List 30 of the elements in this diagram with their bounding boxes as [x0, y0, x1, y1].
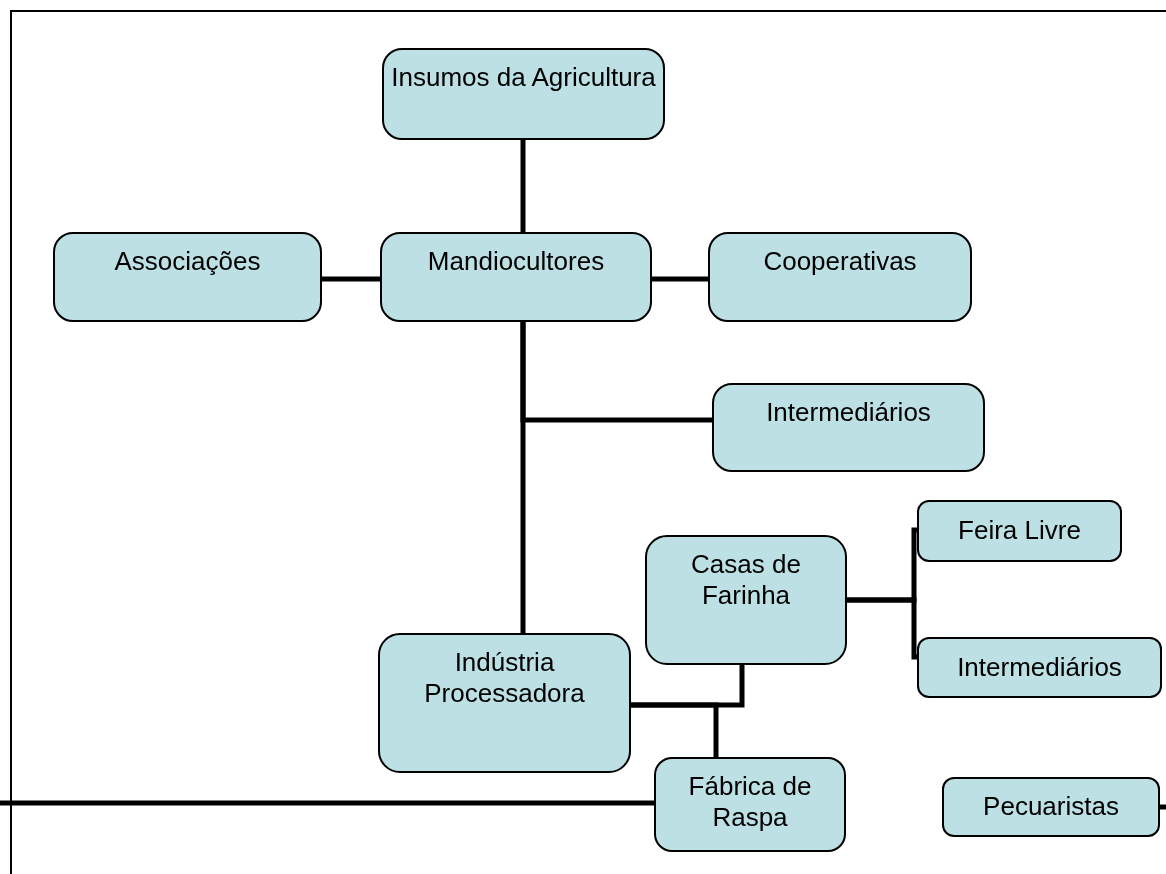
node-label: Fábrica de Raspa: [687, 771, 813, 834]
node-label: Mandiocultores: [427, 246, 605, 278]
rounded-box: [53, 232, 322, 322]
connector-line: [652, 276, 708, 282]
node-label: Insumos da Agricultura: [391, 62, 656, 94]
rounded-box: [380, 232, 652, 322]
connector-line: [520, 322, 526, 633]
node-label: Intermediários: [766, 397, 931, 429]
connector-line: [0, 800, 654, 806]
rounded-box: [708, 232, 972, 322]
rounded-box: [645, 535, 847, 665]
connector-line: [847, 597, 917, 660]
rounded-box: [942, 777, 1160, 837]
rounded-box: [378, 633, 631, 773]
rounded-box: [917, 500, 1122, 562]
connector-line: [1160, 804, 1166, 810]
rounded-box: [917, 637, 1162, 698]
rounded-box: [654, 757, 846, 852]
node-label: Indústria Processadora: [423, 647, 586, 710]
node-label: Casas de Farinha: [690, 549, 802, 612]
node-label: Pecuaristas: [983, 791, 1119, 823]
node-label: Cooperativas: [763, 246, 917, 278]
connector-line: [631, 702, 719, 757]
connector-line: [520, 140, 526, 232]
node-label: Intermediários: [957, 651, 1122, 684]
node-label: Associações: [114, 246, 261, 278]
rounded-box: [382, 48, 665, 140]
rounded-box: [712, 383, 985, 472]
node-label: Feira Livre: [958, 515, 1081, 547]
connector-line: [322, 276, 380, 282]
